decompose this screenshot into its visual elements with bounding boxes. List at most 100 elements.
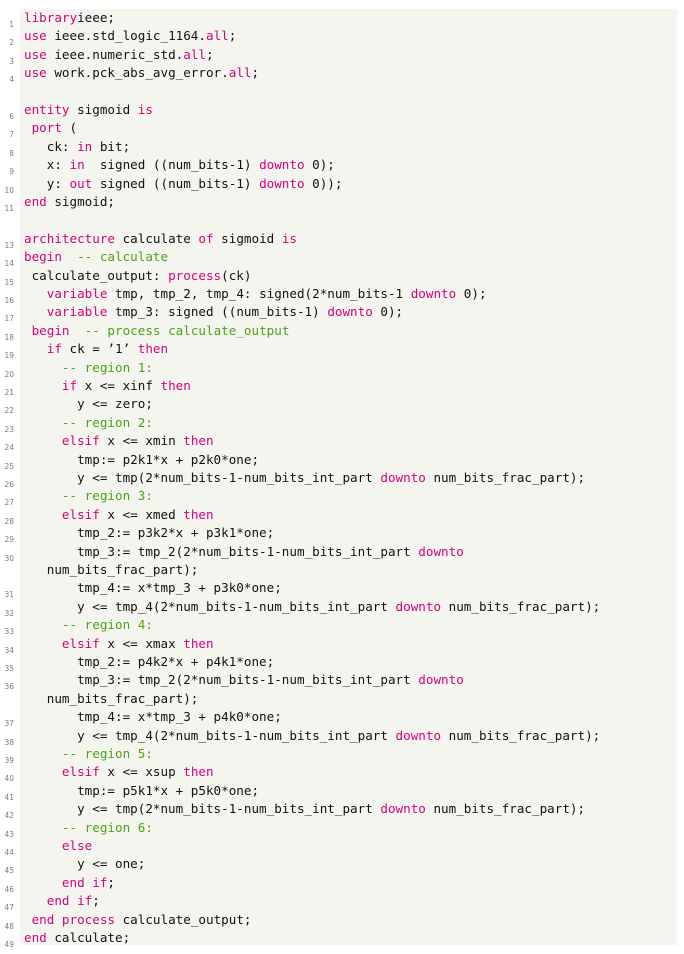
keyword: end (24, 930, 47, 945)
code-text (24, 415, 62, 430)
line-number: 24 (4, 443, 14, 453)
code-text (24, 304, 47, 319)
line-number: 17 (4, 314, 14, 324)
code-text: tmp_4:= x*tmp_3 + p4k0*one; (24, 709, 282, 725)
line-number: 47 (4, 903, 14, 913)
code-text: ; (251, 65, 260, 81)
keyword: all (183, 46, 206, 62)
comment: -- region 5: (61, 746, 153, 761)
keyword: then (137, 341, 169, 357)
code-text (24, 433, 62, 448)
code-text: num_bits_frac_part); (24, 562, 199, 577)
code-text: y <= one; (24, 856, 146, 872)
keyword: all (228, 65, 252, 81)
line-number: 49 (4, 940, 14, 949)
line-number: 21 (4, 388, 14, 397)
line-number: 13 (4, 240, 14, 250)
code-line: num_bits_frac_part); (24, 690, 199, 708)
code-text: tmp_2:= p3k2*x + p3k1*one; (24, 525, 275, 541)
keyword: library (24, 10, 78, 25)
keyword: entity (24, 102, 70, 117)
code-text: sigmoid (69, 102, 138, 117)
keyword: end process (31, 911, 115, 927)
line-number: 20 (4, 369, 14, 379)
code-text (24, 323, 32, 338)
code-line: elsif x <= xmax then (24, 635, 214, 653)
code-line: entity sigmoid is (24, 101, 153, 119)
code-line: y <= tmp_4(2*num_bits-1-num_bits_int_par… (24, 727, 600, 745)
keyword: elsif (61, 506, 100, 522)
code-text: tmp_3:= tmp_2(2*num_bits-1-num_bits_int_… (24, 543, 419, 559)
keyword: downto (395, 598, 442, 614)
code-text: tmp:= p2k1*x + p2k0*one; (24, 451, 260, 467)
code-text (24, 875, 62, 890)
code-line: end process calculate_output; (24, 911, 252, 929)
code-line: tmp:= p2k1*x + p2k0*one; (24, 451, 259, 469)
code-text (24, 360, 62, 375)
code-line: -- region 2: (24, 414, 153, 432)
code-line: tmp_3:= tmp_2(2*num_bits-1-num_bits_int_… (24, 543, 464, 561)
code-line: y <= zero; (24, 395, 153, 413)
keyword: use (24, 28, 47, 44)
code-text: num_bits_frac_part); (425, 801, 586, 817)
keyword: architecture (24, 230, 115, 246)
comment: -- calculate (77, 249, 169, 265)
code-line: port ( (24, 119, 78, 137)
keyword: elsif (61, 635, 100, 651)
keyword: elsif (61, 433, 100, 449)
code-line: use ieee.numeric_std.all; (24, 46, 214, 64)
code-text (70, 323, 85, 338)
code-line: tmp_3:= tmp_2(2*num_bits-1-num_bits_int_… (24, 671, 464, 689)
code-text (24, 488, 62, 503)
code-line: -- region 3: (24, 487, 153, 505)
code-text: ; (92, 893, 100, 909)
keyword: in (69, 157, 85, 173)
code-text: x <= xmed (99, 506, 184, 522)
code-line: tmp_2:= p4k2*x + p4k1*one; (24, 653, 274, 671)
keyword: then (183, 506, 214, 522)
code-line: libraryieee; (24, 9, 115, 27)
code-text: num_bits_frac_part); (441, 598, 601, 614)
line-number: 42 (4, 811, 14, 821)
line-number: 27 (4, 498, 14, 508)
line-number: 28 (4, 516, 14, 526)
code-text (24, 820, 62, 835)
line-number: 6 (9, 112, 14, 121)
code-text (24, 378, 62, 393)
keyword: variable (46, 286, 108, 301)
code-text: y <= tmp(2*num_bits-1-num_bits_int_part (24, 470, 381, 485)
code-line: if x <= xinf then (24, 377, 191, 395)
code-text: tmp_4:= x*tmp_3 + p3k0*one; (24, 580, 282, 596)
code-text: num_bits_frac_part); (24, 690, 199, 706)
code-line: ck: in bit; (24, 138, 130, 156)
code-line: end if; (24, 874, 115, 892)
keyword: downto (395, 727, 442, 743)
code-text: calculate; (46, 930, 131, 945)
code-text (24, 120, 32, 135)
code-text: ; (228, 28, 237, 44)
code-text (62, 249, 77, 264)
line-number: 39 (4, 756, 14, 765)
keyword: in (77, 138, 93, 154)
code-text: 0)); (304, 175, 343, 191)
keyword: process (168, 267, 222, 283)
code-text: y <= tmp(2*num_bits-1-num_bits_int_part (24, 801, 381, 817)
line-number: 2 (9, 38, 14, 48)
keyword: then (160, 378, 191, 393)
code-text: sigmoid (213, 230, 282, 246)
keyword: then (183, 635, 214, 651)
code-text: ck: (24, 138, 78, 154)
code-listing: libraryieee;use ieee.std_logic_1164.all;… (20, 9, 677, 945)
code-text (24, 507, 62, 522)
line-number: 25 (4, 461, 14, 471)
keyword: end (24, 194, 47, 209)
code-text: tmp, tmp_2, tmp_4: signed(2*num_bits-1 (107, 286, 411, 301)
keyword: downto (259, 157, 305, 173)
keyword: all (205, 28, 229, 44)
line-number: 45 (4, 866, 14, 876)
code-text (24, 838, 62, 853)
code-text: work.pck_abs_avg_error. (46, 65, 229, 81)
comment: -- region 2: (61, 414, 153, 430)
code-text (24, 636, 62, 651)
line-number: 36 (4, 682, 14, 692)
